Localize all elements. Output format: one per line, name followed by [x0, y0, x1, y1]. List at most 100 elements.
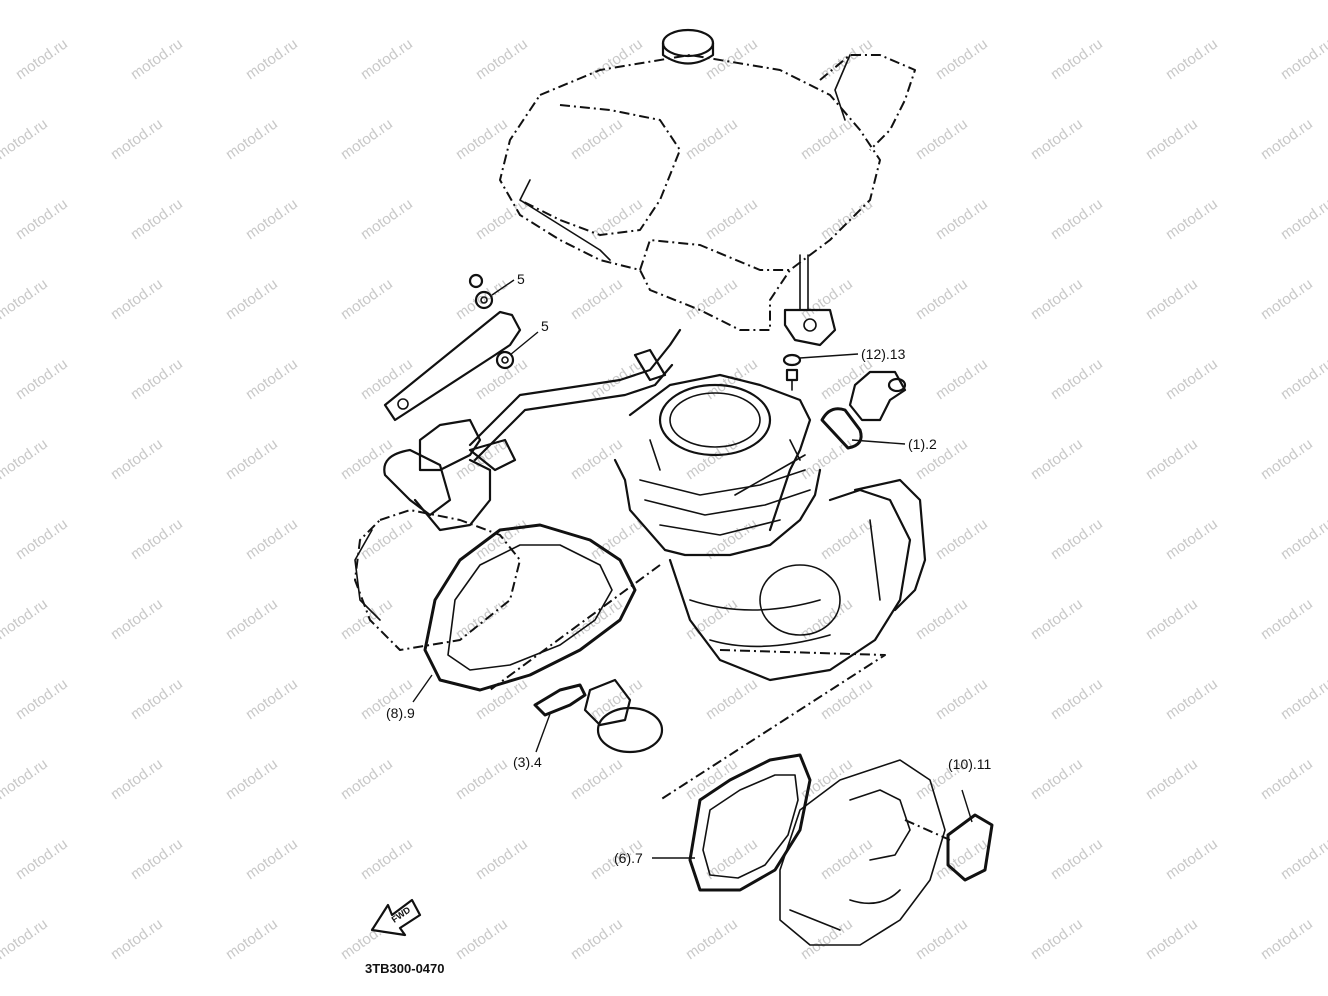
watermark-text: motod.ru: [1048, 835, 1106, 883]
watermark-text: motod.ru: [1258, 755, 1316, 803]
watermark-text: motod.ru: [108, 595, 166, 643]
watermark-text: motod.ru: [933, 515, 991, 563]
watermark-text: motod.ru: [798, 435, 856, 483]
assembly-line-left: [489, 564, 661, 691]
watermark-text: motod.ru: [338, 115, 396, 163]
figure-code: 3TB300-0470: [365, 961, 445, 976]
callout-nut-lower: 5: [541, 318, 549, 334]
watermark-text: motod.ru: [933, 675, 991, 723]
watermark-text: motod.ru: [913, 115, 971, 163]
watermark-text: motod.ru: [568, 435, 626, 483]
watermark-text: motod.ru: [1048, 355, 1106, 403]
watermark-text: motod.ru: [338, 755, 396, 803]
fwd-arrow-icon: FWD: [370, 898, 422, 937]
watermark-text: motod.ru: [703, 355, 761, 403]
watermark-text: motod.ru: [338, 0, 396, 3]
watermark-text: motod.ru: [683, 595, 741, 643]
watermark-text: motod.ru: [0, 595, 51, 643]
watermark-text: motod.ru: [1028, 915, 1086, 963]
watermark-text: motod.ru: [13, 355, 71, 403]
watermark-text: motod.ru: [243, 835, 301, 883]
watermark-text: motod.ru: [818, 515, 876, 563]
watermark-text: motod.ru: [1048, 675, 1106, 723]
watermark-text: motod.ru: [1163, 355, 1221, 403]
watermark-text: motod.ru: [128, 355, 186, 403]
watermark-text: motod.ru: [798, 115, 856, 163]
left-crankcase-cover: [354, 509, 521, 651]
watermark-text: motod.ru: [473, 195, 531, 243]
callout-right-cover-gasket: (6).7: [614, 850, 643, 866]
watermark-text: motod.ru: [1048, 195, 1106, 243]
watermark-text: motod.ru: [338, 275, 396, 323]
right-cover-gasket: [688, 753, 812, 892]
watermark-text: motod.ru: [1028, 115, 1086, 163]
watermark-text: motod.ru: [243, 355, 301, 403]
watermark-text: motod.ru: [358, 835, 416, 883]
watermark-text: motod.ru: [223, 755, 281, 803]
leader-lines: [412, 279, 973, 859]
watermark-text: motod.ru: [128, 835, 186, 883]
watermark-text: motod.ru: [243, 195, 301, 243]
watermark-text: motod.ru: [1048, 35, 1106, 83]
plate-gasket: [533, 683, 587, 717]
watermark-text: motod.ru: [818, 195, 876, 243]
watermark-text: motod.ru: [933, 35, 991, 83]
callout-nut-upper: 5: [517, 271, 525, 287]
assembly-line-mid: [659, 649, 886, 801]
watermark-text: motod.ru: [1278, 675, 1328, 723]
right-crankcase-cover: [779, 759, 946, 946]
watermark-text: motod.ru: [933, 355, 991, 403]
callout-drain-bolt: (12).13: [861, 346, 906, 362]
watermark-text: motod.ru: [13, 35, 71, 83]
watermark-text: motod.ru: [473, 35, 531, 83]
watermark-text: motod.ru: [243, 675, 301, 723]
watermark-text: motod.ru: [1028, 595, 1086, 643]
watermark-text: motod.ru: [568, 115, 626, 163]
left-cover-gasket: [423, 523, 637, 692]
watermark-text: motod.ru: [223, 0, 281, 3]
watermark-text: motod.ru: [453, 0, 511, 3]
watermark-text: motod.ru: [108, 915, 166, 963]
watermark-text: motod.ru: [473, 515, 531, 563]
watermark-text: motod.ru: [473, 835, 531, 883]
watermark-text: motod.ru: [1278, 835, 1328, 883]
watermark-text: motod.ru: [1258, 595, 1316, 643]
watermark-text: motod.ru: [588, 195, 646, 243]
watermark-text: motod.ru: [913, 275, 971, 323]
watermark-text: motod.ru: [0, 435, 51, 483]
watermark-text: motod.ru: [13, 195, 71, 243]
watermark-text: motod.ru: [703, 835, 761, 883]
watermark-text: motod.ru: [223, 915, 281, 963]
watermark-text: motod.ru: [453, 595, 511, 643]
watermark-text: motod.ru: [223, 595, 281, 643]
watermark-text: motod.ru: [223, 275, 281, 323]
watermark-text: motod.ru: [243, 35, 301, 83]
watermark-text: motod.ru: [568, 755, 626, 803]
watermark-text: motod.ru: [243, 515, 301, 563]
oil-filter-cap: [583, 678, 664, 754]
watermark-text: motod.ru: [0, 915, 51, 963]
watermark-text: motod.ru: [1143, 915, 1201, 963]
watermark-text: motod.ru: [108, 755, 166, 803]
watermark-text: motod.ru: [1143, 275, 1201, 323]
watermark-text: motod.ru: [1028, 435, 1086, 483]
watermark-text: motod.ru: [913, 0, 971, 3]
watermark-text: motod.ru: [108, 115, 166, 163]
watermark-text: motod.ru: [13, 835, 71, 883]
watermark-text: motod.ru: [1028, 755, 1086, 803]
watermark-text: motod.ru: [703, 195, 761, 243]
watermark-text: motod.ru: [568, 275, 626, 323]
watermark-text: motod.ru: [358, 355, 416, 403]
watermark-text: motod.ru: [358, 195, 416, 243]
watermark-text: motod.ru: [0, 755, 51, 803]
watermark-text: motod.ru: [798, 275, 856, 323]
watermark-text: motod.ru: [818, 675, 876, 723]
watermark-text: motod.ru: [1258, 0, 1316, 3]
watermark-text: motod.ru: [683, 915, 741, 963]
callout-thermostat-gasket: (1).2: [908, 436, 937, 452]
watermark-text: motod.ru: [798, 915, 856, 963]
watermark-text: motod.ru: [13, 675, 71, 723]
watermark-text: motod.ru: [913, 915, 971, 963]
watermark-text: motod.ru: [568, 915, 626, 963]
